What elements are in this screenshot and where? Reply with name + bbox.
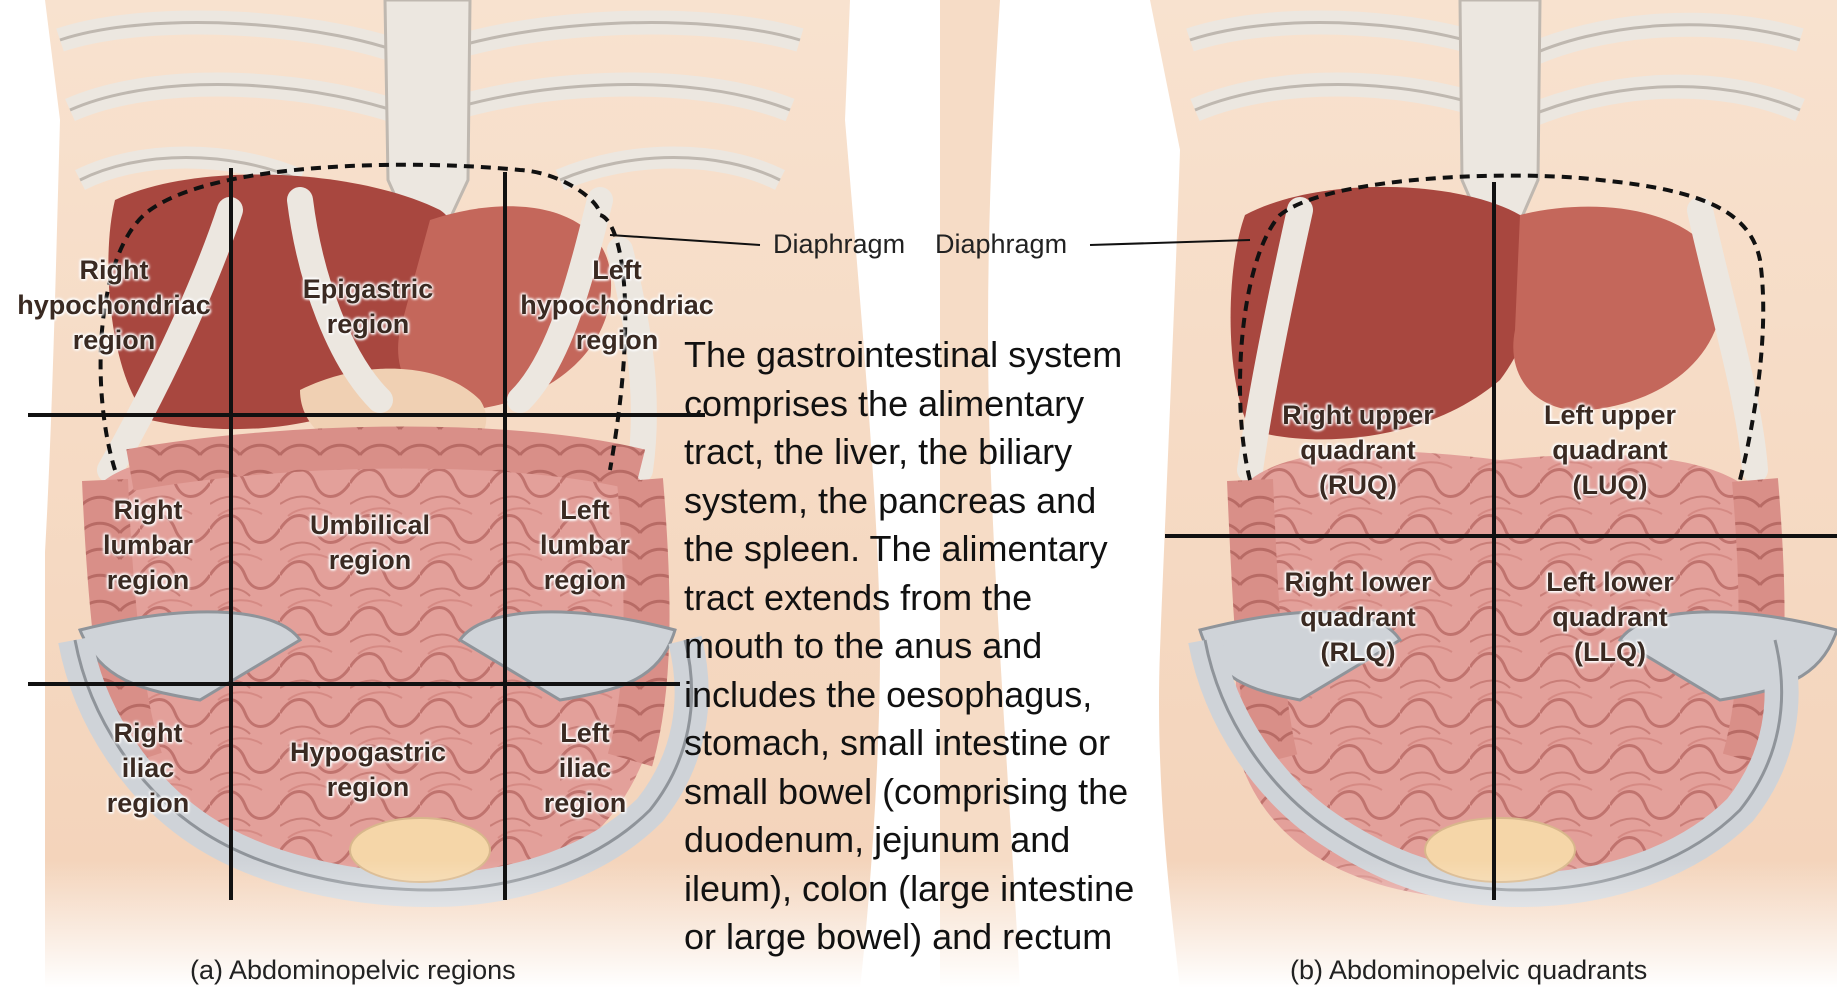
description-line: duodenum, jejunum and [684, 816, 1204, 865]
description-line: or large bowel) and rectum [684, 913, 1204, 962]
description-line: comprises the alimentary [684, 380, 1204, 429]
description-line: the spleen. The alimentary [684, 525, 1204, 574]
label-luq: Left upper quadrant (LUQ) [1510, 398, 1710, 503]
caption-panel-b: (b) Abdominopelvic quadrants [1290, 955, 1647, 986]
description-line: small bowel (comprising the [684, 768, 1204, 817]
description-line: tract extends from the [684, 574, 1204, 623]
gastrointestinal-description: The gastrointestinal system comprises th… [684, 331, 1204, 962]
description-line: The gastrointestinal system [684, 331, 1204, 380]
description-line: mouth to the anus and [684, 622, 1204, 671]
label-right-lumbar: Right lumbar region [88, 493, 208, 598]
label-right-hypochondriac: Right hypochondriac region [2, 253, 226, 358]
label-hypogastric: Hypogastric region [272, 735, 464, 805]
caption-panel-a: (a) Abdominopelvic regions [190, 955, 516, 986]
label-left-lumbar: Left lumbar region [525, 493, 645, 598]
label-right-iliac: Right iliac region [88, 716, 208, 821]
description-line: ileum), colon (large intestine [684, 865, 1204, 914]
label-ruq: Right upper quadrant (RUQ) [1258, 398, 1458, 503]
label-epigastric: Epigastric region [272, 272, 464, 342]
diaphragm-callout-a: Diaphragm [773, 229, 905, 260]
description-line: system, the pancreas and [684, 477, 1204, 526]
diaphragm-callout-b: Diaphragm [935, 229, 1067, 260]
label-left-iliac: Left iliac region [525, 716, 645, 821]
description-line: stomach, small intestine or [684, 719, 1204, 768]
description-line: tract, the liver, the biliary [684, 428, 1204, 477]
label-rlq: Right lower quadrant (RLQ) [1258, 565, 1458, 670]
description-line: includes the oesophagus, [684, 671, 1204, 720]
label-llq: Left lower quadrant (LLQ) [1510, 565, 1710, 670]
label-umbilical: Umbilical region [280, 508, 460, 578]
